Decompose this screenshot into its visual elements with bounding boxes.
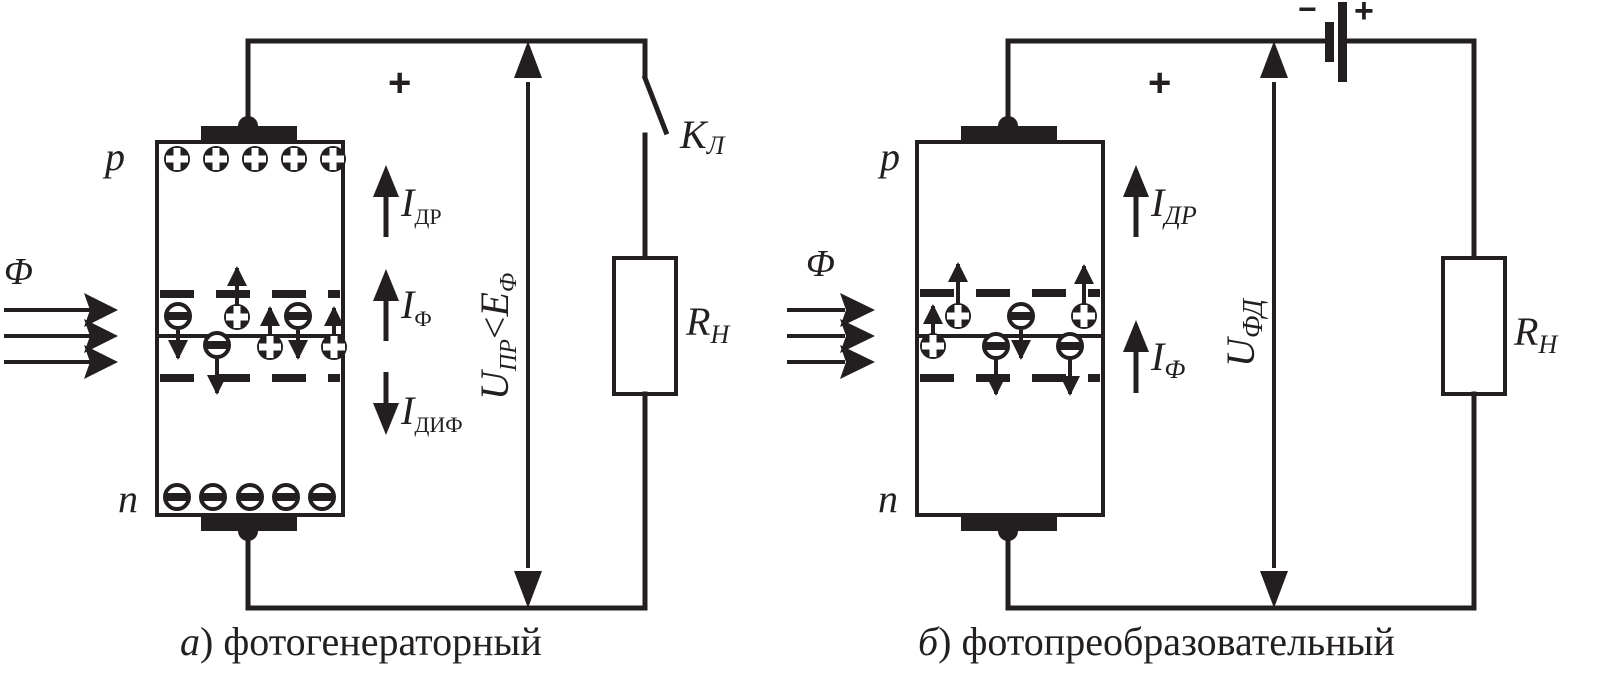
battery-minus: − [1298,0,1317,27]
plus-sign: + [388,61,411,105]
voltage-label: UФД [1218,297,1269,367]
caption-a: а) фотогенераторный [180,619,542,664]
n-region-electrons [163,483,336,511]
drift-current-arrow [373,165,399,237]
generated-carriers [920,262,1097,396]
top-contact-node [998,116,1018,136]
panel-a-photogenerator: p n Φ + IДР IФ IДИФ UПР<EФ KЛ RH а) фото… [4,38,730,664]
panel-b-photoconverter: − + [787,0,1558,664]
n-region-label: n [118,476,138,521]
photo-current-label: IФ [1150,334,1185,384]
load-resistor [1441,256,1507,396]
switch-label: KЛ [679,112,726,160]
bottom-wire [1005,391,1477,611]
top-wire [1005,38,1331,128]
photo-current-arrow [373,269,399,341]
light-flux-arrows [4,293,118,379]
photo-current-arrow [1123,320,1149,393]
voltage-arrowhead-top [1260,41,1288,78]
battery-icon [1325,2,1347,82]
battery-plus: + [1354,0,1374,30]
switch-blade [641,74,670,136]
generated-carriers [164,266,347,395]
diffusion-current-arrow [373,372,399,435]
bottom-contact-node [998,521,1018,541]
pn-structure [155,140,345,517]
p-region-holes [164,146,346,172]
light-flux-arrows [787,293,875,379]
voltage-label: UПР<EФ [472,273,522,400]
bottom-contact-node [238,521,258,541]
drift-current-label: IДР [1150,180,1197,230]
caption-b: б) фотопреобразовательный [918,619,1395,664]
voltage-arrowhead-bottom [1260,571,1288,608]
photo-current-label: IФ [400,282,432,331]
flux-label: Φ [806,243,835,285]
top-contact-node [238,116,258,136]
p-region-label: p [877,134,900,179]
voltage-arrowhead-bottom [514,571,542,608]
drift-current-arrow [1123,165,1149,237]
p-region-label: p [102,134,125,179]
flux-label: Φ [4,251,33,293]
load-resistor [612,256,678,396]
drift-current-label: IДР [400,180,442,229]
load-label: RH [685,299,730,349]
n-region-label: n [878,476,898,521]
top-wire-right [1339,38,1477,261]
plus-sign: + [1148,61,1171,105]
bottom-wire [245,391,648,611]
top-wire [245,38,648,128]
diffusion-current-label: IДИФ [400,388,463,437]
load-label: RH [1513,309,1558,359]
pn-structure [915,140,1105,517]
voltage-arrowhead-top [514,41,542,78]
